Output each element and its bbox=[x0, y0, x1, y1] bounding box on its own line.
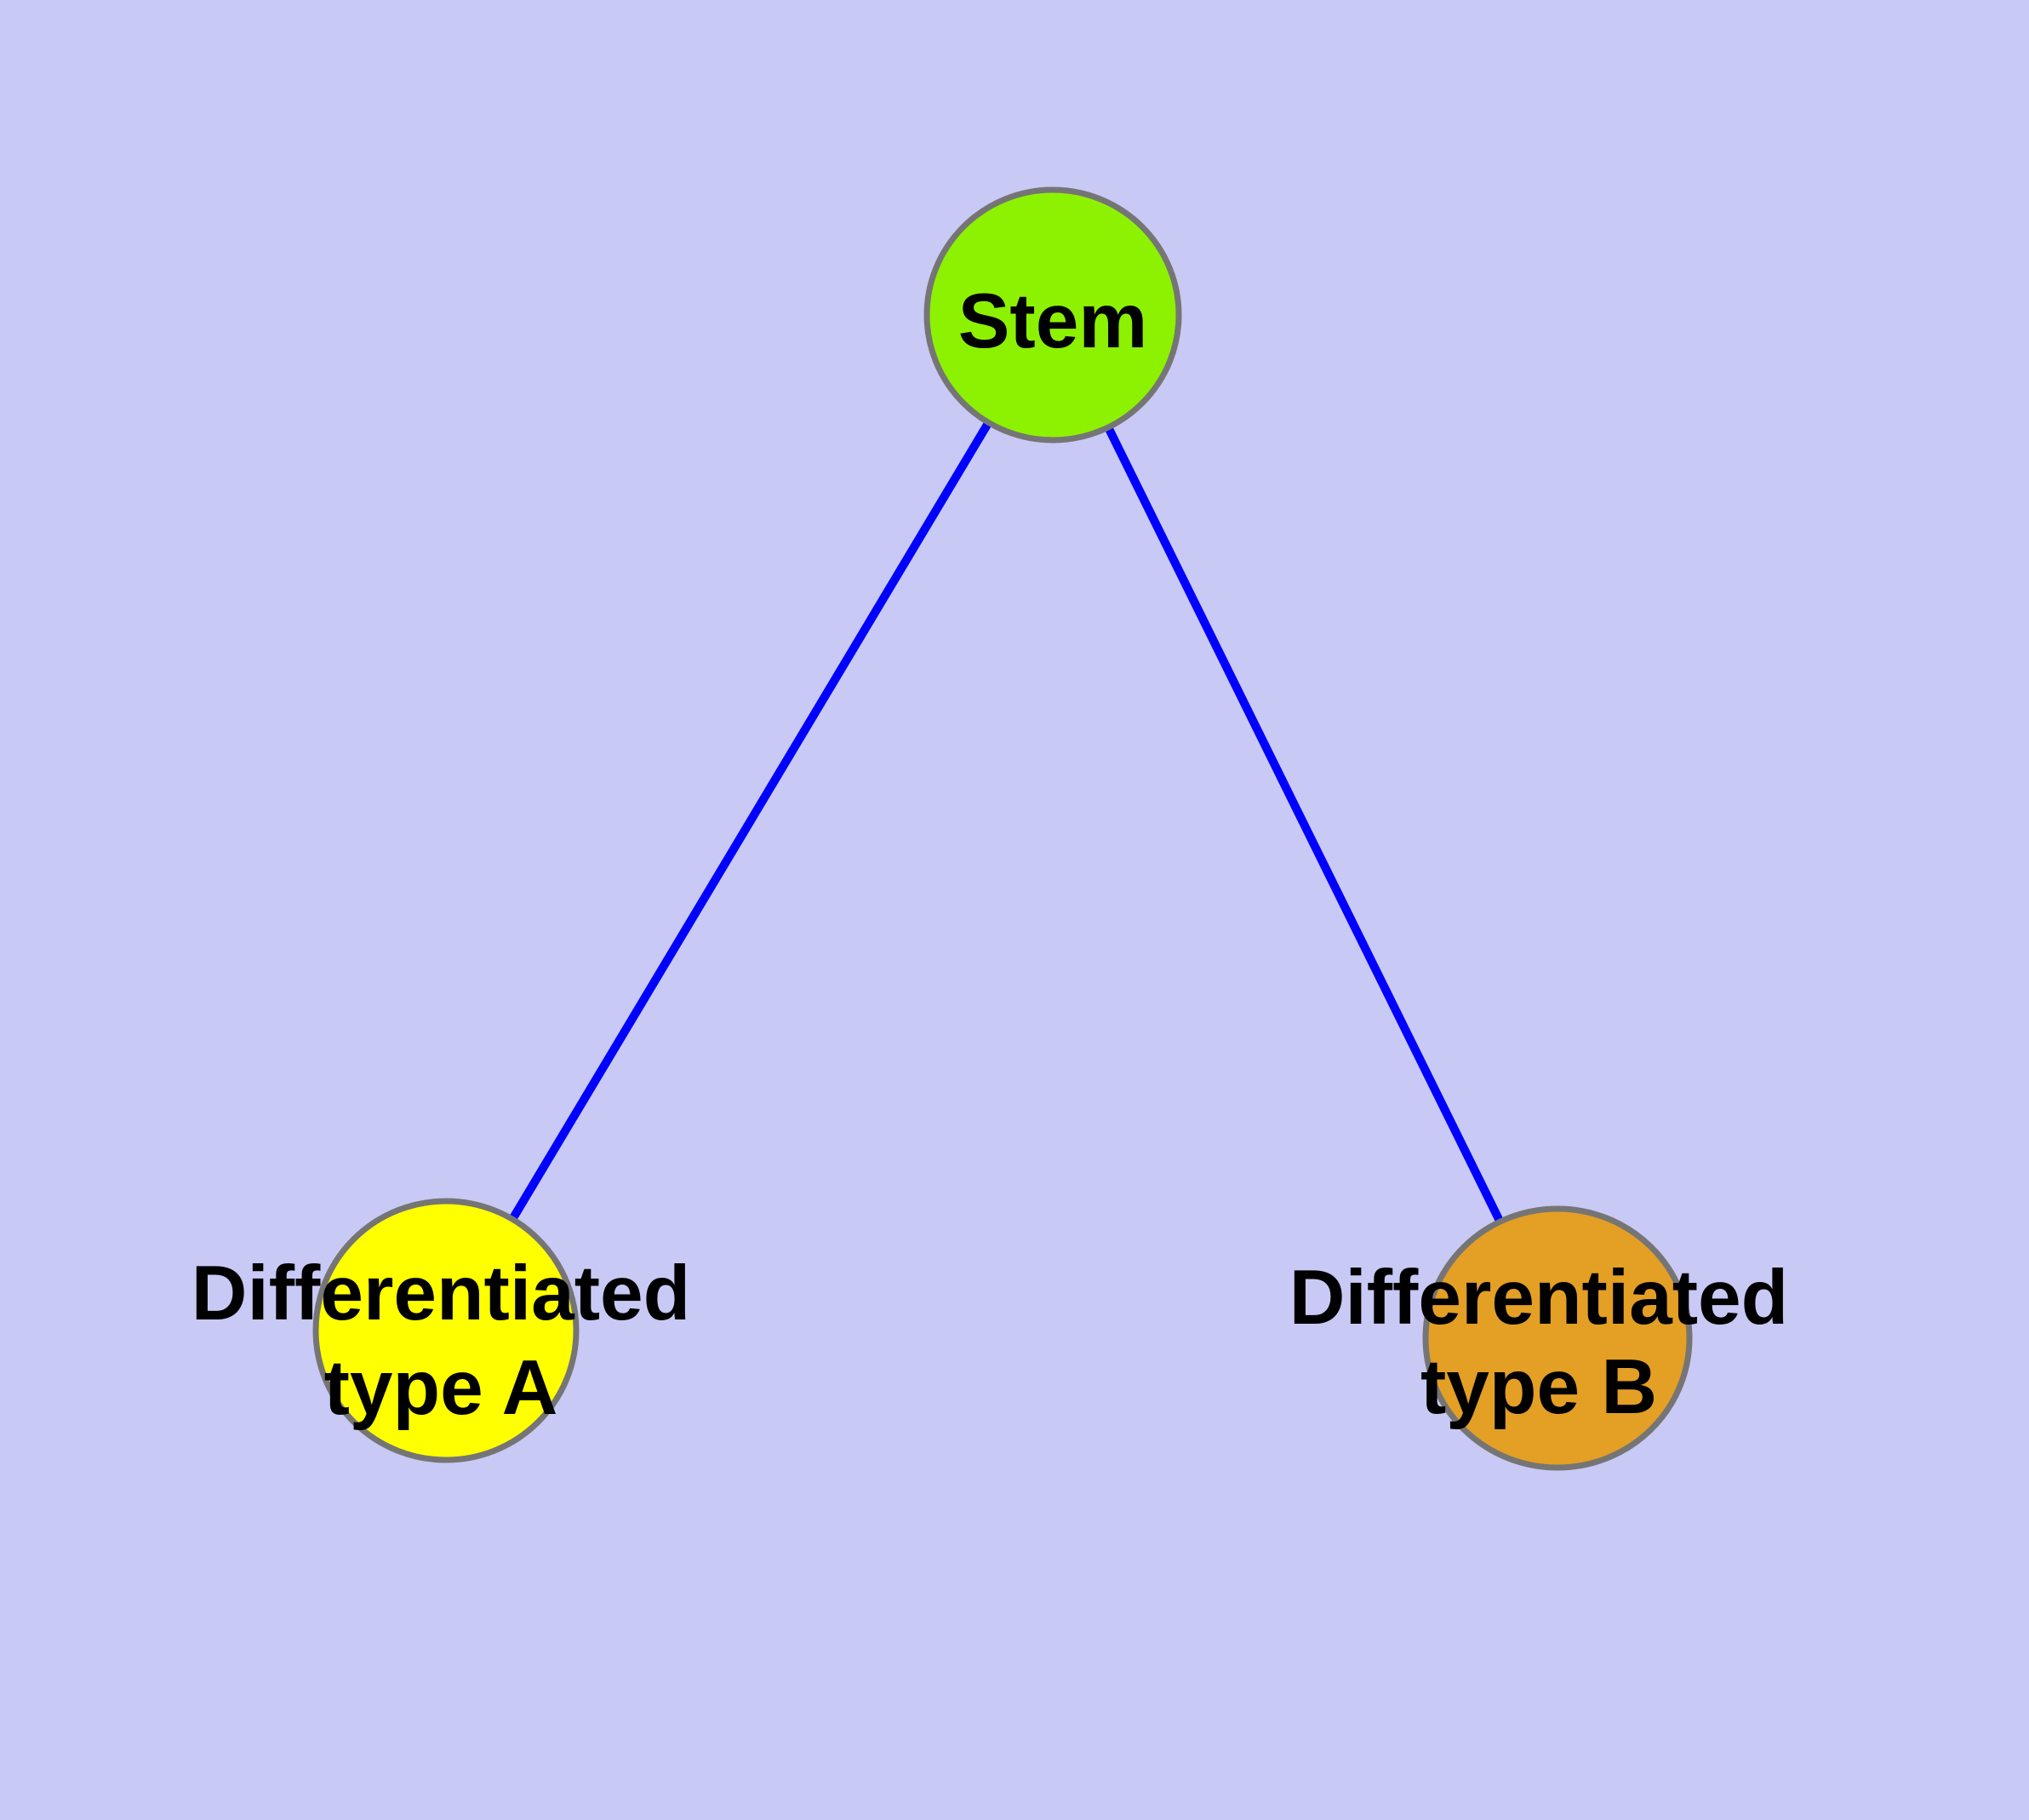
node-differentiated-type-b-label-line2: type B bbox=[1420, 1344, 1657, 1430]
node-differentiated-type-a-label-line2: type A bbox=[324, 1345, 558, 1431]
edge-stem-to-type-b bbox=[1049, 312, 1562, 1341]
node-differentiated-type-b-shape bbox=[1422, 1205, 1693, 1471]
node-differentiated-type-b: Differentiated type B bbox=[1289, 1205, 1789, 1471]
node-differentiated-type-a-shape bbox=[312, 1198, 580, 1463]
node-differentiated-type-b-label-line1: Differentiated bbox=[1289, 1255, 1789, 1341]
node-differentiated-type-a: Differentiated type A bbox=[191, 1198, 691, 1463]
node-differentiated-type-a-label-line1: Differentiated bbox=[191, 1251, 691, 1336]
node-stem-label: Stem bbox=[958, 278, 1148, 364]
node-stem-shape bbox=[923, 186, 1182, 444]
node-stem: Stem bbox=[923, 186, 1182, 444]
edge-stem-to-type-a bbox=[442, 312, 1057, 1333]
